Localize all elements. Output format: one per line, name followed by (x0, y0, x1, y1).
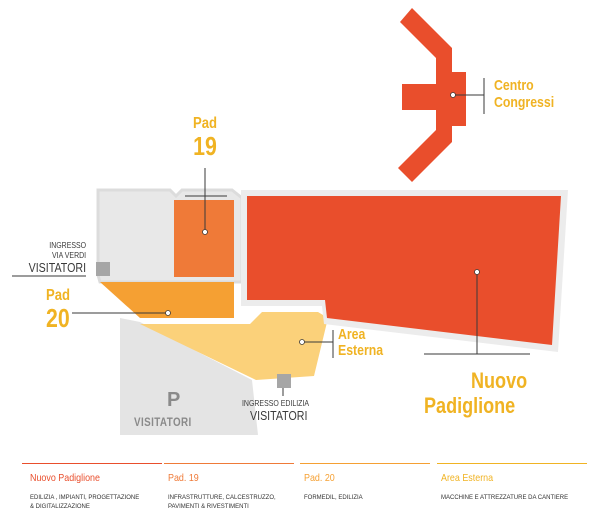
legend: Nuovo Padiglione Edilizia , impianti, pr… (0, 458, 600, 519)
parking-area[interactable] (120, 318, 258, 435)
centro-congressi-label: Centro Congressi (494, 77, 555, 111)
pad20-label: Pad 20 (46, 287, 71, 333)
ingresso-via-verdi-marker[interactable] (96, 262, 110, 276)
parking-label: VISITATORI (134, 415, 192, 429)
ingresso-edilizia-marker[interactable] (277, 374, 291, 388)
pad19-area[interactable] (174, 200, 234, 277)
ingresso-edilizia-label: INGRESSO EDILIZIA VISITATORI (242, 398, 310, 423)
legend-divider (164, 463, 294, 464)
nuovo-padiglione-label: Nuovo (471, 368, 528, 393)
legend-divider (300, 463, 430, 464)
nuovo-padiglione-label-2: Padiglione (424, 393, 516, 418)
centro-congressi-building[interactable] (398, 8, 466, 182)
parking-letter: P (167, 389, 181, 411)
pad19-label: Pad 19 (192, 115, 218, 161)
area-esterna-label: Area Esterna (338, 326, 384, 359)
area-esterna-area[interactable] (140, 312, 328, 380)
legend-divider (22, 463, 162, 464)
pad20-area[interactable] (100, 282, 234, 318)
venue-map (12, 8, 568, 435)
legend-divider (437, 463, 587, 464)
nuovo-padiglione-area[interactable] (247, 196, 561, 345)
ingresso-via-verdi-label: INGRESSO VIA VERDI VISITATORI (28, 240, 86, 275)
